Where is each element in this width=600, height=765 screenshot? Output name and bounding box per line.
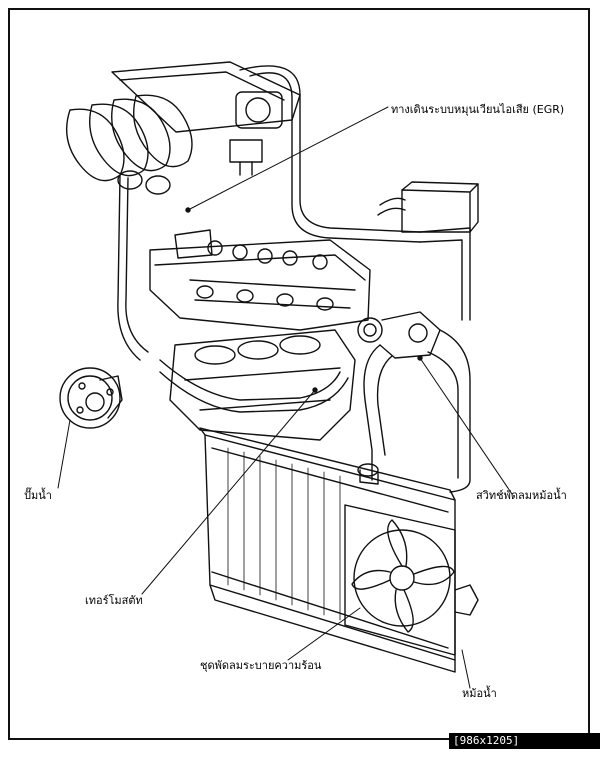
radiator-core [199, 427, 456, 673]
fan-shroud [344, 504, 479, 656]
reservoir-tank [377, 181, 479, 233]
leader-lines [57, 106, 513, 689]
egr-leader-dot [185, 207, 191, 213]
label-water-pump: ปั๊มน้ำ [24, 489, 52, 502]
fan-switch-leader-dot [417, 355, 423, 361]
throttle-body [229, 91, 283, 176]
diagram-frame [8, 8, 590, 740]
label-fan-assembly: ชุดพัดลมระบายความร้อน [200, 659, 322, 672]
water-pump [59, 367, 123, 429]
radiator-hoses [159, 329, 471, 493]
cylinder-head [149, 229, 371, 331]
label-fan-switch: สวิทช์พัดลมหม้อน้ำ [476, 489, 567, 502]
thermostat-leader-dot [312, 387, 318, 393]
label-radiator: หม้อน้ำ [462, 687, 497, 700]
thermostat-housing [357, 311, 441, 359]
engine-block [169, 329, 356, 441]
label-thermostat: เทอร์โมสตัท [85, 594, 143, 607]
watermark: [986x1205] http://upic.me/ [449, 733, 600, 763]
intake-manifold [66, 61, 301, 195]
label-egr: ทางเดินระบบหมุนเวียนไอเสีย (EGR) [391, 103, 565, 116]
